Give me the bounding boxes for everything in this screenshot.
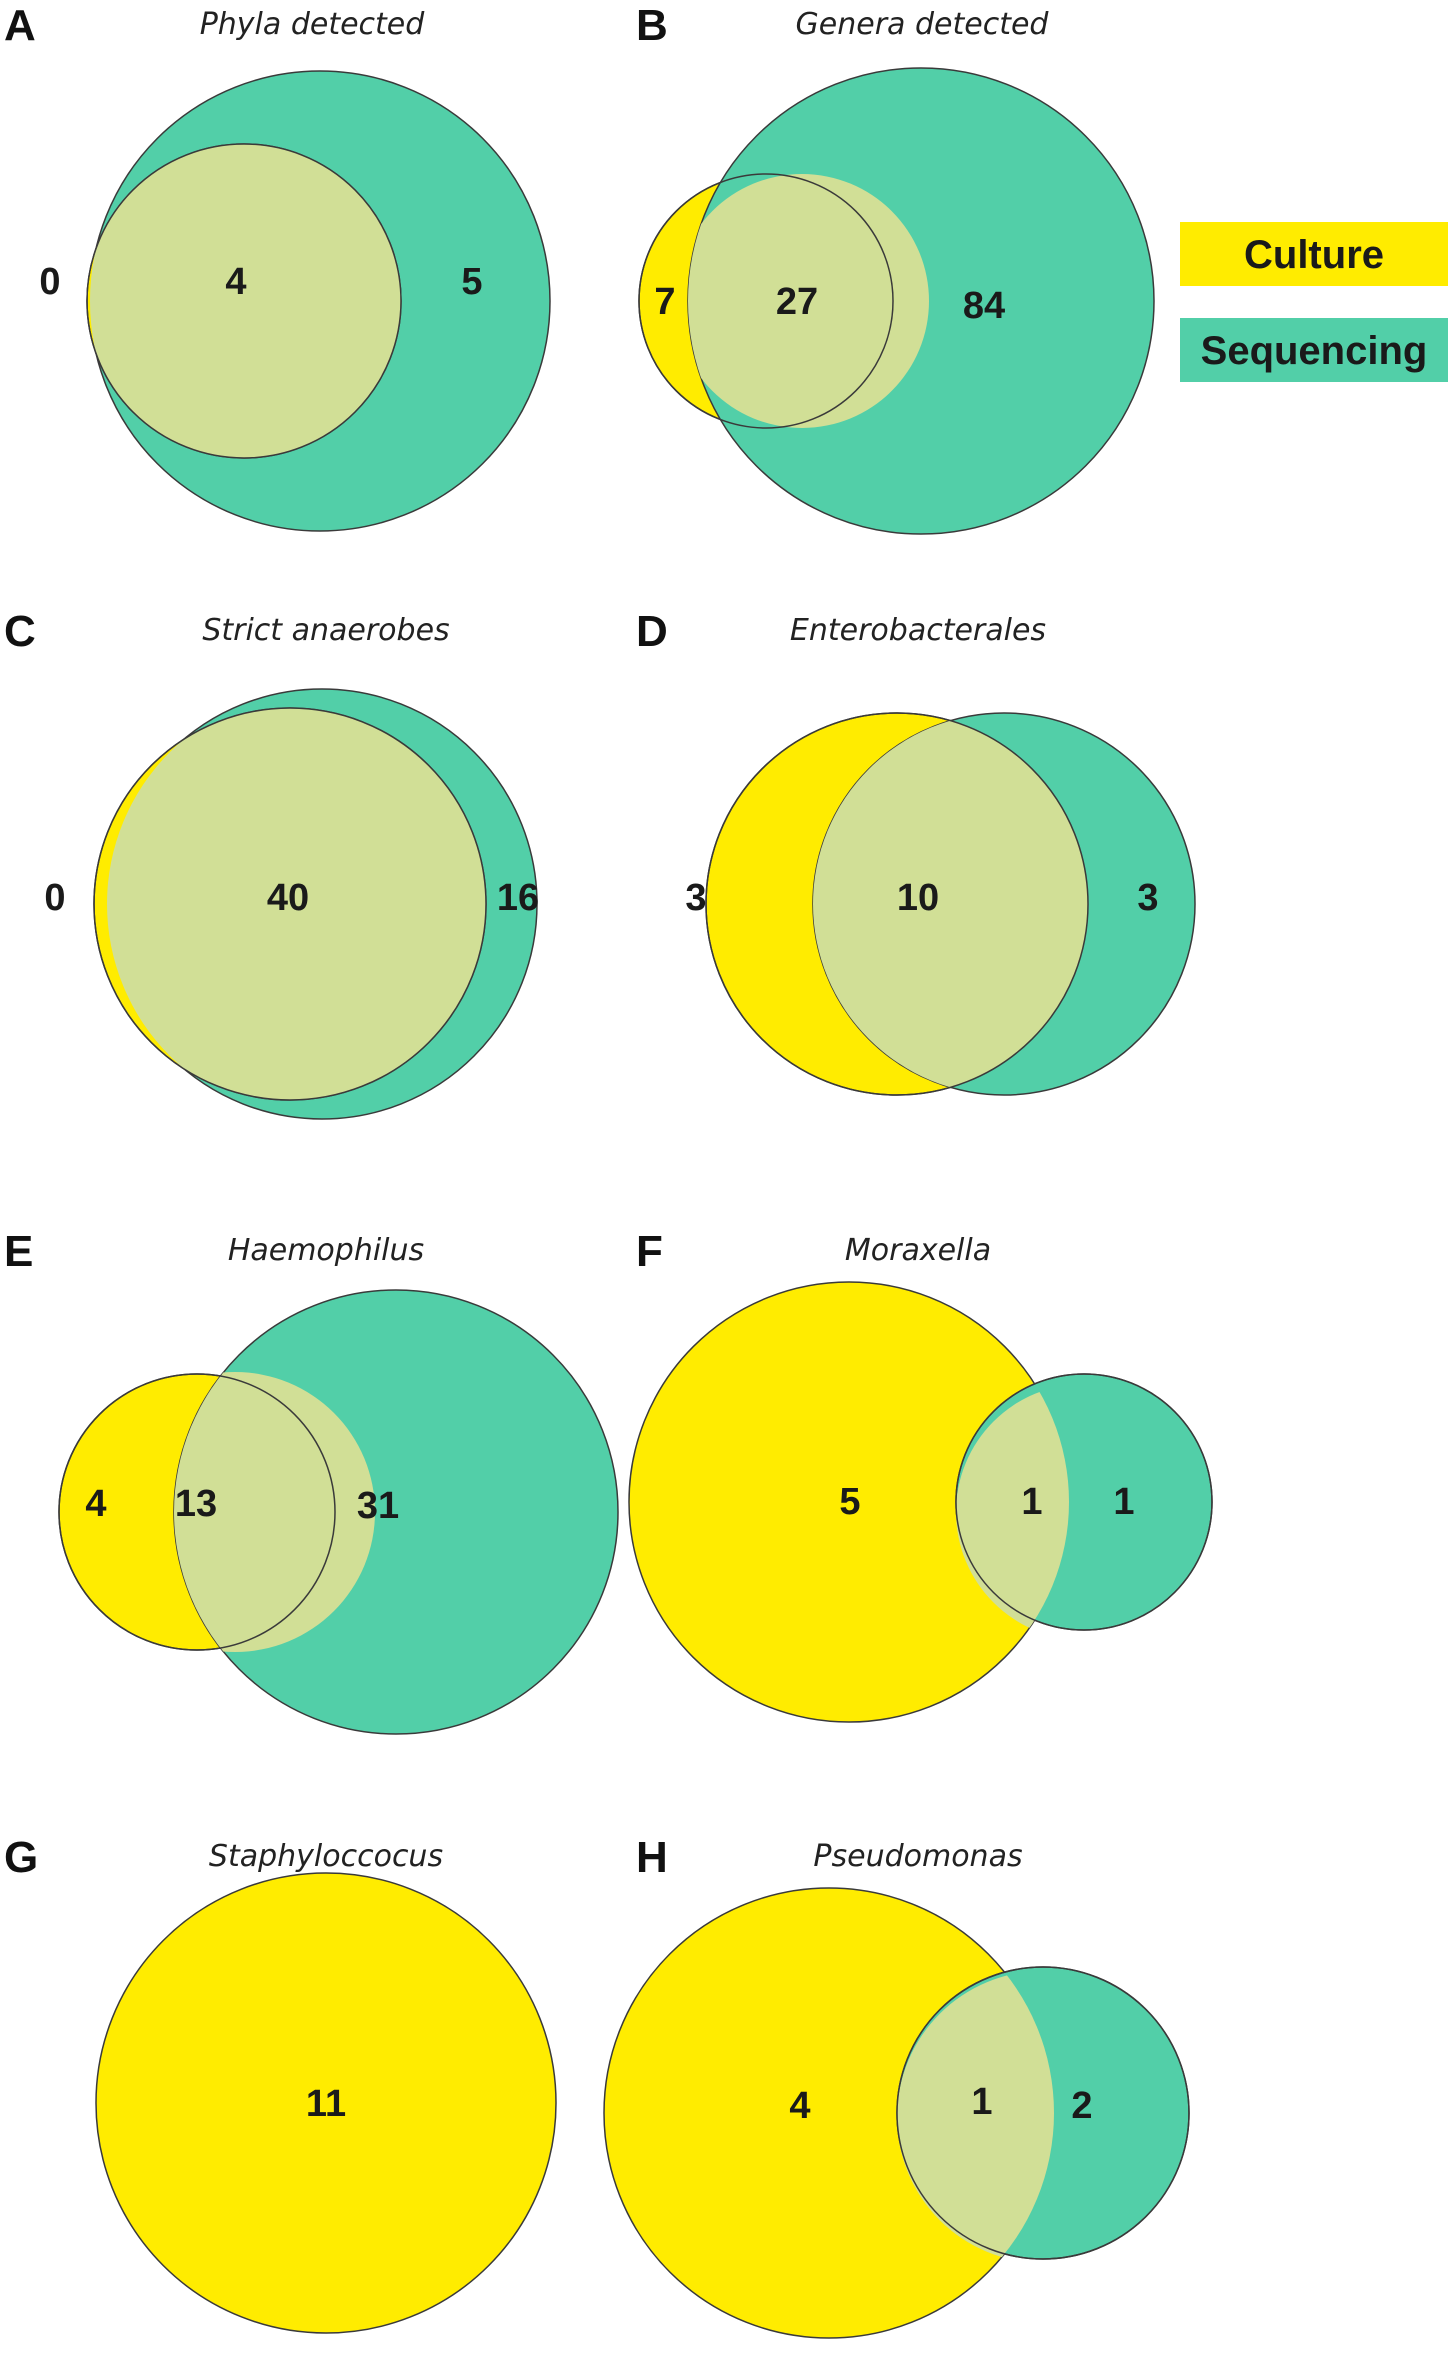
- culture-circle: [95, 1872, 557, 2334]
- overlap-count: 4: [225, 261, 246, 303]
- overlap-region: [688, 174, 929, 428]
- panel-letter: B: [636, 1, 668, 50]
- panel-title: Pseudomonas: [813, 1839, 1022, 1874]
- panel-letter: D: [636, 607, 668, 656]
- overlap-count: 40: [267, 877, 309, 919]
- overlap-count: 1: [1021, 1481, 1042, 1523]
- sequencing-only-count: 3: [1137, 877, 1158, 919]
- panel-title: Genera detected: [796, 7, 1050, 42]
- legend-culture-label: Culture: [1244, 233, 1384, 277]
- culture-only-count: 0: [44, 877, 65, 919]
- culture-only-count: 7: [654, 281, 675, 323]
- panel-letter: H: [636, 1833, 668, 1882]
- panel-title: Haemophilus: [228, 1233, 424, 1268]
- overlap-region: [107, 708, 486, 1100]
- panel-letter: A: [4, 1, 36, 50]
- overlap-region: [90, 144, 401, 458]
- culture-outline: [638, 173, 894, 429]
- panel-e: E Haemophilus 4 13 31: [4, 1227, 619, 1735]
- sequencing-outline: [955, 1373, 1213, 1631]
- panel-d: D Enterobacterales 3 10 3: [636, 607, 1196, 1096]
- culture-only-count: 4: [85, 1483, 106, 1525]
- overlap-count: 10: [897, 877, 939, 919]
- sequencing-only-count: 2: [1071, 2085, 1092, 2127]
- panel-title: Enterobacterales: [790, 613, 1046, 648]
- sequencing-outline: [896, 1966, 1190, 2260]
- legend: Culture Sequencing: [1180, 222, 1448, 382]
- panel-title: Strict anaerobes: [202, 613, 449, 648]
- sequencing-only-count: 1: [1113, 1481, 1134, 1523]
- overlap-count: 27: [776, 281, 818, 323]
- sequencing-only-count: 5: [461, 261, 482, 303]
- panel-letter: F: [636, 1227, 663, 1276]
- culture-only-count: 0: [39, 261, 60, 303]
- culture-outline: [86, 143, 402, 459]
- culture-outline: [705, 712, 1089, 1096]
- legend-culture-swatch: [1180, 222, 1448, 286]
- culture-only-count: 11: [306, 2083, 346, 2125]
- sequencing-only-count: 84: [963, 285, 1005, 327]
- panel-letter: G: [4, 1833, 38, 1882]
- overlap-region: [174, 1372, 375, 1652]
- culture-only-count: 5: [839, 1481, 860, 1523]
- panel-letter: C: [4, 607, 36, 656]
- panel-title: Staphyloccocus: [209, 1839, 443, 1874]
- overlap-region: [813, 713, 1088, 1095]
- panel-g: G Staphyloccocus 11: [4, 1833, 557, 2334]
- sequencing-only-count: 16: [497, 877, 539, 919]
- panel-c: C Strict anaerobes 0 40 16: [4, 607, 539, 1120]
- panel-letter: E: [4, 1227, 33, 1276]
- panel-f: F Moraxella 5 1 1: [628, 1227, 1213, 1723]
- panel-title: Moraxella: [845, 1233, 991, 1268]
- legend-sequencing-label: Sequencing: [1201, 329, 1428, 373]
- panel-title: Phyla detected: [200, 7, 426, 42]
- culture-only-count: 4: [789, 2085, 810, 2127]
- sequencing-only-count: 31: [357, 1485, 399, 1527]
- legend-sequencing-swatch: [1180, 318, 1448, 382]
- panel-a: A Phyla detected 0 4 5: [4, 1, 551, 532]
- panel-h: H Pseudomonas 4 1 2: [603, 1833, 1190, 2339]
- culture-outline: [93, 707, 487, 1101]
- overlap-count: 1: [971, 2081, 992, 2123]
- panel-b: B Genera detected 7 27 84: [636, 1, 1155, 535]
- culture-only-count: 3: [685, 877, 706, 919]
- culture-outline: [58, 1373, 336, 1651]
- overlap-count: 13: [175, 1483, 217, 1525]
